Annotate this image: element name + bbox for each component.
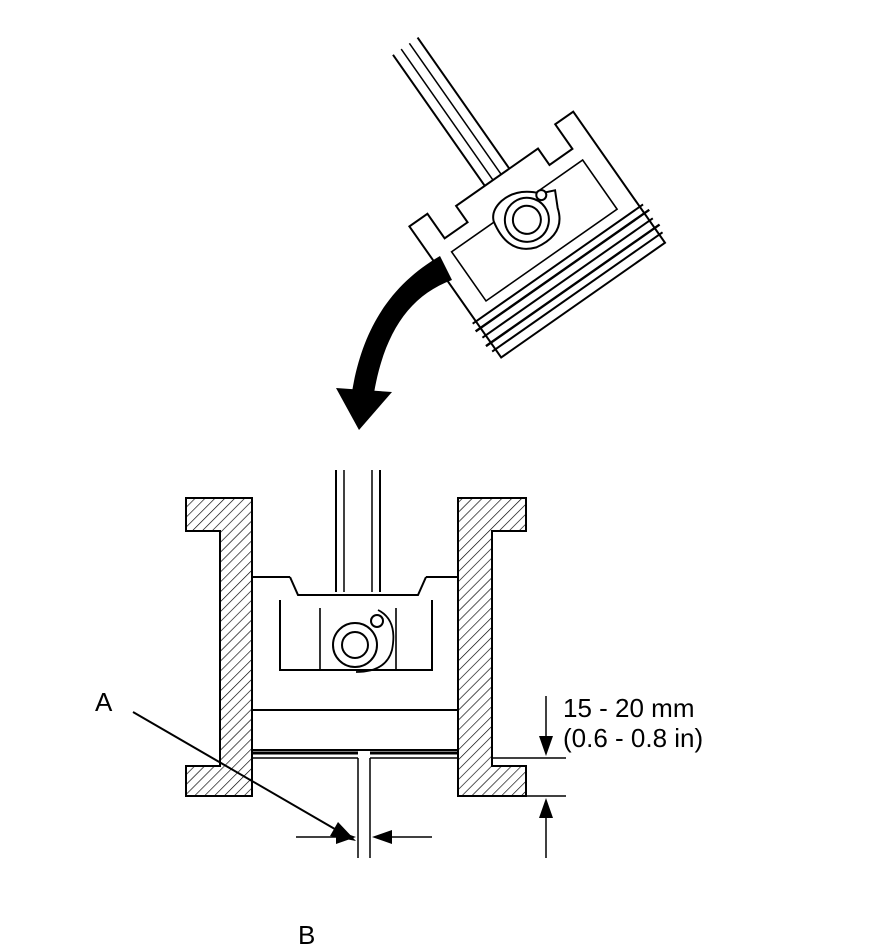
tilted-wrist-pin (492, 189, 561, 250)
cylinder-wall-right (457, 497, 527, 797)
insert-direction-arrow (336, 256, 452, 430)
ring-depth-dimension (492, 696, 566, 858)
leader-a (132, 711, 356, 841)
cylinder-wall-left (185, 497, 253, 797)
tilted-piston (392, 36, 667, 359)
tilted-piston-rings (472, 203, 664, 353)
dimension-metric-text: 15 - 20 mm (563, 693, 695, 723)
dimension-imperial-text: (0.6 - 0.8 in) (563, 723, 703, 753)
piston-ring (252, 751, 458, 858)
piston-in-cylinder (252, 470, 458, 751)
label-a: A (95, 687, 113, 717)
tilted-connecting-rod (392, 36, 522, 203)
label-b: B (298, 920, 315, 944)
ring-gap-dimension (296, 830, 432, 844)
